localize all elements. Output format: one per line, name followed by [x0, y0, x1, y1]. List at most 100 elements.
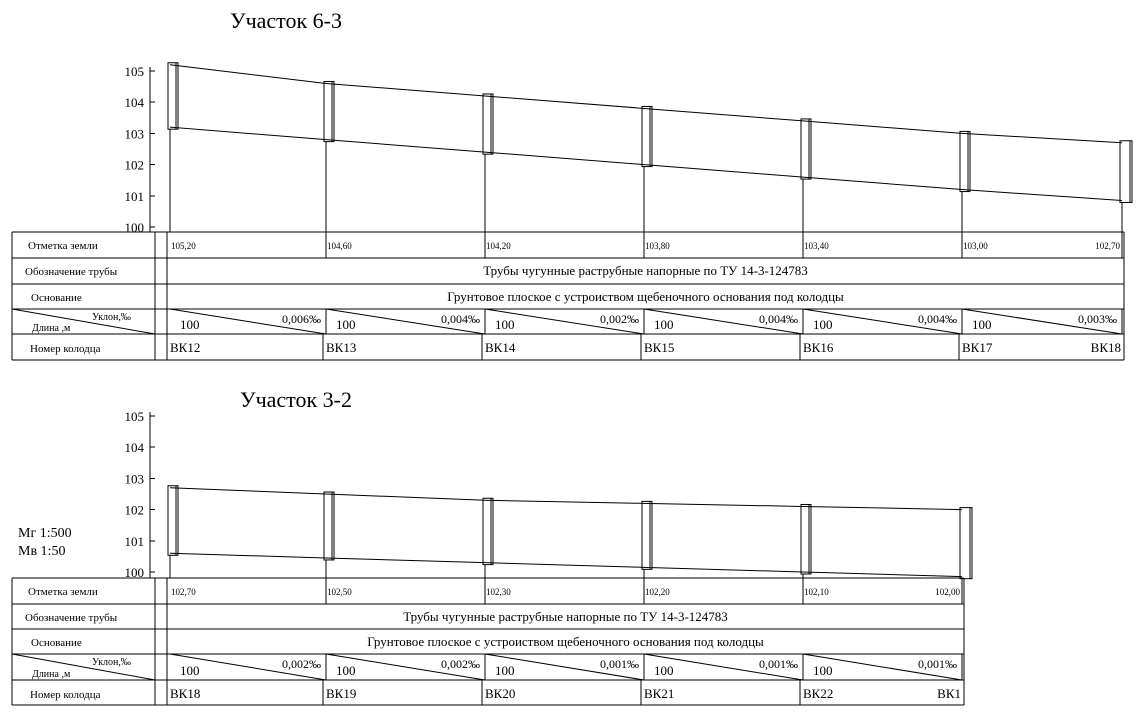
- well-shaft: [959, 507, 973, 580]
- segment-diagonal: [484, 308, 645, 335]
- segment-diagonal: [325, 308, 486, 335]
- well-shaft: [641, 105, 653, 168]
- segment-slope: 0,006‰: [282, 312, 321, 326]
- row-label-length: Длина ,м: [32, 669, 71, 680]
- segment-diagonal: [169, 308, 327, 335]
- well-shaft: [167, 485, 179, 556]
- segment-slope: 0,002‰: [282, 657, 321, 671]
- y-tick-label: 100: [125, 220, 145, 235]
- pipe-line: [169, 126, 1123, 201]
- y-tick-label: 100: [125, 565, 145, 580]
- segment-length: 100: [813, 663, 833, 678]
- segment-slope: 0,004‰: [918, 312, 957, 326]
- ground-mark: 102,00: [935, 587, 960, 597]
- segment-diagonal: [802, 308, 963, 335]
- well-number: ВК18: [170, 686, 200, 701]
- ground-mark: 103,00: [963, 241, 988, 251]
- base-description: Грунтовое плоское с устроиством щебеночн…: [367, 634, 764, 649]
- row-label-ground: Отметка земли: [28, 240, 98, 252]
- ground-mark: 105,20: [171, 241, 196, 251]
- ground-line: [169, 64, 1123, 144]
- ground-mark: 102,50: [327, 587, 352, 597]
- scale-vertical: Мв 1:50: [18, 544, 65, 559]
- y-tick-label: 101: [125, 189, 145, 204]
- well-shaft: [641, 500, 653, 570]
- base-description: Грунтовое плоское с устроиством щебеночн…: [447, 289, 844, 304]
- y-tick-label: 103: [125, 126, 145, 141]
- ground-line: [169, 487, 963, 511]
- well-shaft: [800, 503, 812, 575]
- segment-length: 100: [654, 663, 674, 678]
- y-tick-label: 102: [125, 503, 145, 518]
- ground-mark: 102,10: [804, 587, 829, 597]
- y-tick-label: 105: [125, 64, 145, 79]
- segment-length: 100: [972, 317, 992, 332]
- ground-mark: 102,70: [1095, 241, 1120, 251]
- segment-slope: 0,002‰: [441, 657, 480, 671]
- well-shaft: [959, 130, 971, 193]
- ground-mark: 102,30: [486, 587, 511, 597]
- row-label-pipe: Обозначение трубы: [25, 266, 118, 278]
- row-label-slope: Уклон,‰: [92, 312, 131, 323]
- well-shaft: [800, 118, 812, 180]
- row-label-pipe: Обозначение трубы: [25, 612, 118, 624]
- segment-length: 100: [336, 317, 356, 332]
- ground-mark: 104,60: [327, 241, 352, 251]
- pipe-line: [169, 552, 963, 578]
- y-tick-label: 102: [125, 158, 145, 173]
- well-number: ВК18: [1091, 340, 1121, 355]
- well-number: ВК14: [485, 340, 516, 355]
- well-shaft: [323, 491, 335, 561]
- well-number: ВК20: [485, 686, 515, 701]
- segment-slope: 0,001‰: [759, 657, 798, 671]
- row-label-well: Номер колодца: [30, 343, 101, 355]
- row-label-base: Основание: [31, 637, 82, 649]
- ground-mark: 103,40: [804, 241, 829, 251]
- pipe-description: Трубы чугунные раструбные напорные по ТУ…: [483, 263, 808, 278]
- label-diagonal: [11, 308, 156, 335]
- segment-length: 100: [336, 663, 356, 678]
- row-label-slope: Уклон,‰: [92, 657, 131, 668]
- scale-horizontal: Мг 1:500: [18, 526, 72, 541]
- segment-length: 100: [180, 663, 200, 678]
- row-label-base: Основание: [31, 292, 82, 304]
- segment-diagonal: [325, 653, 486, 681]
- y-tick-label: 104: [125, 440, 145, 455]
- row-label-length: Длина ,м: [32, 323, 71, 334]
- segment-diagonal: [169, 653, 327, 681]
- well-number: ВК19: [326, 686, 356, 701]
- well-shaft: [323, 80, 335, 143]
- well-shaft: [1119, 140, 1133, 203]
- segment-diagonal: [643, 653, 804, 681]
- segment-length: 100: [495, 317, 515, 332]
- segment-diagonal: [961, 308, 1123, 335]
- ground-mark: 102,70: [171, 587, 196, 597]
- y-tick-label: 103: [125, 471, 145, 486]
- y-tick-label: 105: [125, 409, 145, 424]
- segment-length: 100: [180, 317, 200, 332]
- segment-diagonal: [802, 653, 963, 681]
- well-number: ВК15: [644, 340, 674, 355]
- row-label-ground: Отметка земли: [28, 586, 98, 598]
- well-shaft: [482, 93, 494, 155]
- segment-slope: 0,004‰: [759, 312, 798, 326]
- well-number: ВК22: [803, 686, 833, 701]
- well-number: ВК13: [326, 340, 356, 355]
- well-number: ВК21: [644, 686, 674, 701]
- ground-mark: 102,20: [645, 587, 670, 597]
- label-diagonal: [11, 653, 156, 681]
- well-number: ВК17: [962, 340, 993, 355]
- y-tick-label: 104: [125, 95, 145, 110]
- pipe-description: Трубы чугунные раструбные напорные по ТУ…: [403, 609, 728, 624]
- segment-diagonal: [643, 308, 804, 335]
- segment-diagonal: [484, 653, 645, 681]
- segment-slope: 0,002‰: [600, 312, 639, 326]
- well-number: ВК1: [937, 686, 961, 701]
- ground-mark: 103,80: [645, 241, 670, 251]
- ground-mark: 104,20: [486, 241, 511, 251]
- segment-slope: 0,001‰: [600, 657, 639, 671]
- section-title: Участок 6-3: [230, 8, 342, 33]
- section-title: Участок 3-2: [240, 387, 352, 412]
